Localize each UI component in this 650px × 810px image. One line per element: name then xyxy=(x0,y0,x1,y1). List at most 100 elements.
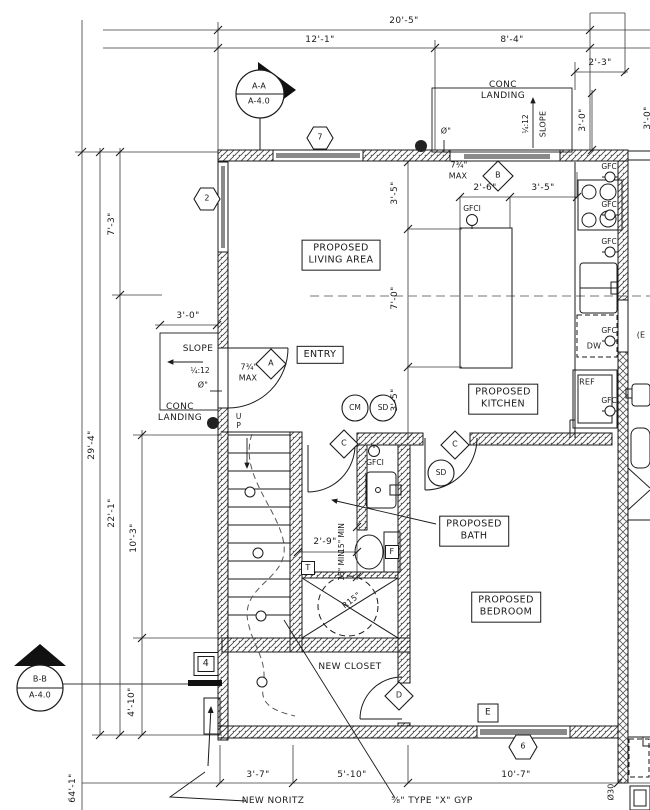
dim-mid-lower: 3'-5" xyxy=(390,388,401,412)
stair-wiring-curve xyxy=(246,433,296,717)
slope-top-ratio: ¼:12 xyxy=(520,114,530,134)
marker-sd2: SD xyxy=(435,467,447,477)
hexagon-2 xyxy=(193,187,221,211)
post-dot-top xyxy=(415,140,427,152)
kitchen-island xyxy=(459,227,513,369)
entry-label: ENTRY xyxy=(296,345,344,365)
wall-hall-top xyxy=(356,432,424,446)
wall-kitchen-bedroom xyxy=(469,432,613,446)
marker-door-b: B xyxy=(495,170,501,180)
door-a-opening xyxy=(217,347,229,409)
closet xyxy=(203,697,221,767)
stair-lights xyxy=(244,486,268,688)
slope-left-ratio: ¼:12 xyxy=(190,365,210,375)
gyp-note: ⅝" TYPE "X" GYP xyxy=(391,796,473,807)
gfc-label-2: GFC xyxy=(601,199,617,209)
marker-box-4: 4 xyxy=(193,652,219,676)
post-dot-left xyxy=(207,417,219,429)
zero-entry: Ø" xyxy=(197,380,209,390)
stove xyxy=(577,179,623,231)
shower-x2 xyxy=(301,577,399,639)
dim-island-right: 3'-5" xyxy=(531,183,555,194)
bath-label-leader xyxy=(331,498,437,525)
section-b-sheet: A-4.0 xyxy=(29,690,51,700)
wall-right-existing xyxy=(617,351,629,784)
marker-door-c1: C xyxy=(341,438,347,448)
outlet-symbol xyxy=(602,405,618,417)
door-c1-arc xyxy=(307,444,356,493)
dim-toilet-side-b: 15" MIN xyxy=(336,551,346,581)
bath-label: PROPOSED BATH xyxy=(439,515,509,547)
up-label: UP xyxy=(234,412,244,430)
wall-bottom-1 xyxy=(217,725,478,739)
wall-bath-mid xyxy=(356,444,368,531)
hexagon-7 xyxy=(306,126,334,150)
wall-right-plain xyxy=(617,299,629,353)
marker-door-c2: C xyxy=(452,439,458,449)
marker-cm: CM xyxy=(349,402,361,412)
door-a-arc xyxy=(227,347,289,409)
noritz-note: NEW NORITZ xyxy=(241,796,305,807)
noritz-arrow xyxy=(207,706,214,767)
conc-left-2: LANDING xyxy=(157,413,203,424)
refrigerator xyxy=(572,369,618,429)
door-d-arc xyxy=(359,676,403,720)
dim-bottom-right: 10'-7" xyxy=(501,770,531,781)
door-swings xyxy=(227,347,478,720)
noritz-leader xyxy=(168,771,247,802)
marker-sd1: SD xyxy=(377,402,389,412)
dim-edge-partial: 3'-0" xyxy=(643,106,650,130)
dim-mid-island: 7'-0" xyxy=(390,286,401,310)
marker-window-e: E xyxy=(477,703,499,723)
wall-shower-top xyxy=(301,571,399,579)
marker-door-d: D xyxy=(395,690,403,700)
outlet-symbol xyxy=(602,335,618,347)
dim-left-total: 29'-4" xyxy=(87,430,98,460)
diamond-c2 xyxy=(440,430,470,460)
dim-top-corner: 2'-3" xyxy=(588,58,612,69)
hexagon-6 xyxy=(508,734,538,760)
dim-toilet-clear: 2'-9" xyxy=(313,537,337,548)
shower-clearance-circle xyxy=(317,575,379,637)
section-marker-bb xyxy=(14,644,222,712)
wall-bath-right xyxy=(397,444,411,684)
slope-top: SLOPE xyxy=(538,110,548,138)
slope-left: SLOPE xyxy=(182,344,214,355)
wall-left-2 xyxy=(217,407,229,741)
outlet-symbol xyxy=(602,171,618,183)
concrete-landings xyxy=(159,87,573,411)
dia30-note: Ø30 xyxy=(606,783,616,801)
bathroom xyxy=(301,471,402,639)
living-area-label: PROPOSED LIVING AREA xyxy=(301,239,381,271)
dishwasher-label: DW xyxy=(586,341,602,351)
dim-site: 64'-1" xyxy=(68,773,79,803)
dishwasher xyxy=(576,314,618,358)
circle-sd2 xyxy=(427,459,455,487)
dim-island-left: 2'-6" xyxy=(473,183,497,194)
outlet-symbol xyxy=(602,209,618,221)
adjacent-unit xyxy=(625,383,650,810)
refrigerator-label: REF xyxy=(579,377,595,387)
marker-hex-2: 2 xyxy=(204,193,210,203)
plan-markers xyxy=(193,126,538,760)
gfc-label-3: GFC xyxy=(601,236,617,246)
kitchen xyxy=(459,162,623,438)
gfci-bath-label: GFCI xyxy=(366,457,384,467)
diamond-b xyxy=(482,160,514,192)
marker-thermostat: T xyxy=(301,561,315,575)
door-c2-arc xyxy=(424,437,478,491)
max-top-2: MAX xyxy=(448,171,468,181)
dim-bottom-mid: 5'-10" xyxy=(337,770,367,781)
diamond-d xyxy=(384,681,414,711)
marker-door-a: A xyxy=(268,358,274,368)
outlet-symbol xyxy=(368,445,380,457)
max-top-1: 7¾" xyxy=(450,160,468,170)
dim-top-right: 8'-4" xyxy=(500,35,524,46)
outlet-symbol xyxy=(602,246,618,258)
dim-landing-depth: 3'-0" xyxy=(578,108,589,132)
dim-stair-run: 10'-3" xyxy=(129,523,140,553)
section-a-sheet: A-4.0 xyxy=(248,96,270,106)
landing-top-outline xyxy=(431,87,573,153)
wall-closet-top xyxy=(221,637,411,653)
